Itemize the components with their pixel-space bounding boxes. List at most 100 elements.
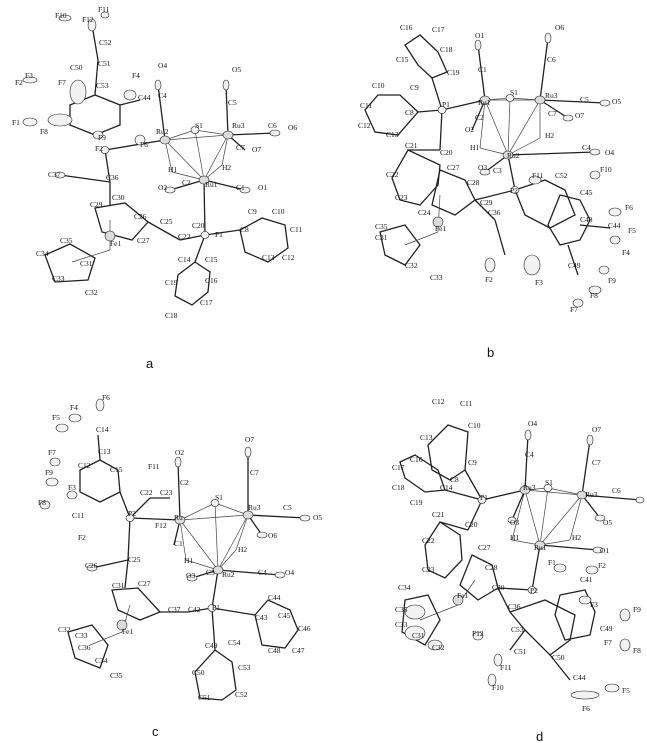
atom-label: C22 xyxy=(422,536,435,545)
panel-letter-c: c xyxy=(152,724,159,739)
atom-label: F12 xyxy=(155,521,167,530)
atom-label: F3 xyxy=(25,71,33,80)
atom-label: C13 xyxy=(420,433,433,442)
atom-label: O5 xyxy=(313,513,322,522)
atom-label: C48 xyxy=(580,215,593,224)
atom-label: C22 xyxy=(178,232,191,241)
atom-label: C19 xyxy=(410,498,423,507)
atom-label: F3 xyxy=(68,483,76,492)
atom-label: C26 xyxy=(85,561,98,570)
atom-label: C12 xyxy=(432,397,445,406)
atom-label: Ru2 xyxy=(156,127,169,136)
atom-label: H1 xyxy=(510,533,519,542)
atom-label: C30 xyxy=(492,583,505,592)
atom-label: S1 xyxy=(215,493,223,502)
atom-label: F8 xyxy=(633,646,641,655)
atom-label: C13 xyxy=(98,447,111,456)
atom-label: C15 xyxy=(110,465,123,474)
atom-label: F8 xyxy=(38,498,46,507)
atom-label: P2 xyxy=(530,586,538,595)
atom-label: H2 xyxy=(572,533,581,542)
atom-label: C50 xyxy=(552,653,565,662)
atom-label: F9 xyxy=(633,605,641,614)
atom-label: C5 xyxy=(228,98,237,107)
atom-label: C36 xyxy=(106,173,119,182)
atom-label: C48 xyxy=(268,646,281,655)
atom-label: O3 xyxy=(510,518,519,527)
atom-label: C31 xyxy=(375,233,388,242)
atom-label: C25 xyxy=(160,217,173,226)
atom-label: C35 xyxy=(375,222,388,231)
atom-label: C20 xyxy=(440,148,453,157)
atom-label: F11 xyxy=(532,171,544,180)
atom-label: C13 xyxy=(262,253,275,262)
atom-label: O3 xyxy=(478,163,487,172)
atom-label: C8 xyxy=(450,475,459,484)
atom-label: C37 xyxy=(48,170,61,179)
atom-label: F6 xyxy=(140,140,148,149)
atom-label: Fe1 xyxy=(122,627,134,636)
atom-label: C18 xyxy=(392,483,405,492)
atom-label: O3 xyxy=(186,571,195,580)
atom-label: H1 xyxy=(168,165,177,174)
atom-label: O4 xyxy=(528,419,537,428)
atom-label: Ru xyxy=(174,513,183,522)
atom-label: F6 xyxy=(102,393,110,402)
atom-label: O5 xyxy=(603,518,612,527)
atom-label: P1 xyxy=(480,493,488,502)
atom-label: F2 xyxy=(95,144,103,153)
atom-label: C15 xyxy=(396,55,409,64)
atom-label: C54 xyxy=(228,638,241,647)
atom-label: F7 xyxy=(570,305,578,314)
atom-label: C51 xyxy=(514,647,527,656)
atom-label: Fe1 xyxy=(435,224,447,233)
atom-label: H1 xyxy=(184,556,193,565)
atom-label: F9 xyxy=(45,468,53,477)
atom-label: C43 xyxy=(255,613,268,622)
atom-label: C8 xyxy=(405,108,414,117)
atom-label: F10 xyxy=(600,165,612,174)
atom-label: P1 xyxy=(442,100,450,109)
atom-label: C26 xyxy=(134,212,147,221)
atom-label: O4 xyxy=(605,148,614,157)
atom-label: C4 xyxy=(258,568,267,577)
panel-d-ellipsoids xyxy=(404,429,645,700)
atom-label: C27 xyxy=(138,579,151,588)
atom-label: C7 xyxy=(548,109,557,118)
atom-label: H2 xyxy=(545,131,554,140)
atom-label: F1 xyxy=(548,558,556,567)
atom-label: C44 xyxy=(608,221,621,230)
atom-label: C33 xyxy=(75,631,88,640)
atom-label: O6 xyxy=(268,531,277,540)
atom-label: C42 xyxy=(188,605,201,614)
atom-label: Ru1 xyxy=(205,180,218,189)
atom-label: Ru2 xyxy=(507,151,520,160)
atom-label: H2 xyxy=(222,163,231,172)
atom-label: F2 xyxy=(78,533,86,542)
atom-label: C3 xyxy=(206,568,215,577)
atom-label: C17 xyxy=(392,463,405,472)
atom-label: C7 xyxy=(236,143,245,152)
atom-label: C29 xyxy=(90,200,103,209)
atom-label: C18 xyxy=(165,311,178,320)
atom-label: C5 xyxy=(580,95,589,104)
panel-d-structure xyxy=(399,424,641,681)
atom-label: C5 xyxy=(283,503,292,512)
atom-label: C28 xyxy=(467,178,480,187)
atom-label: F11 xyxy=(500,663,512,672)
atom-label: Ru2 xyxy=(222,570,235,579)
atom-label: O2 xyxy=(465,125,474,134)
atom-label: F4 xyxy=(132,71,140,80)
atom-label: C23 xyxy=(395,193,408,202)
atom-label: O5 xyxy=(612,97,621,106)
atom-label: C13 xyxy=(386,130,399,139)
atom-label: C9 xyxy=(468,458,477,467)
atom-label: C52 xyxy=(555,171,568,180)
atom-label: C10 xyxy=(468,421,481,430)
atom-label: O5 xyxy=(232,65,241,74)
atom-label: F5 xyxy=(622,686,630,695)
atom-label: C16 xyxy=(400,23,413,32)
